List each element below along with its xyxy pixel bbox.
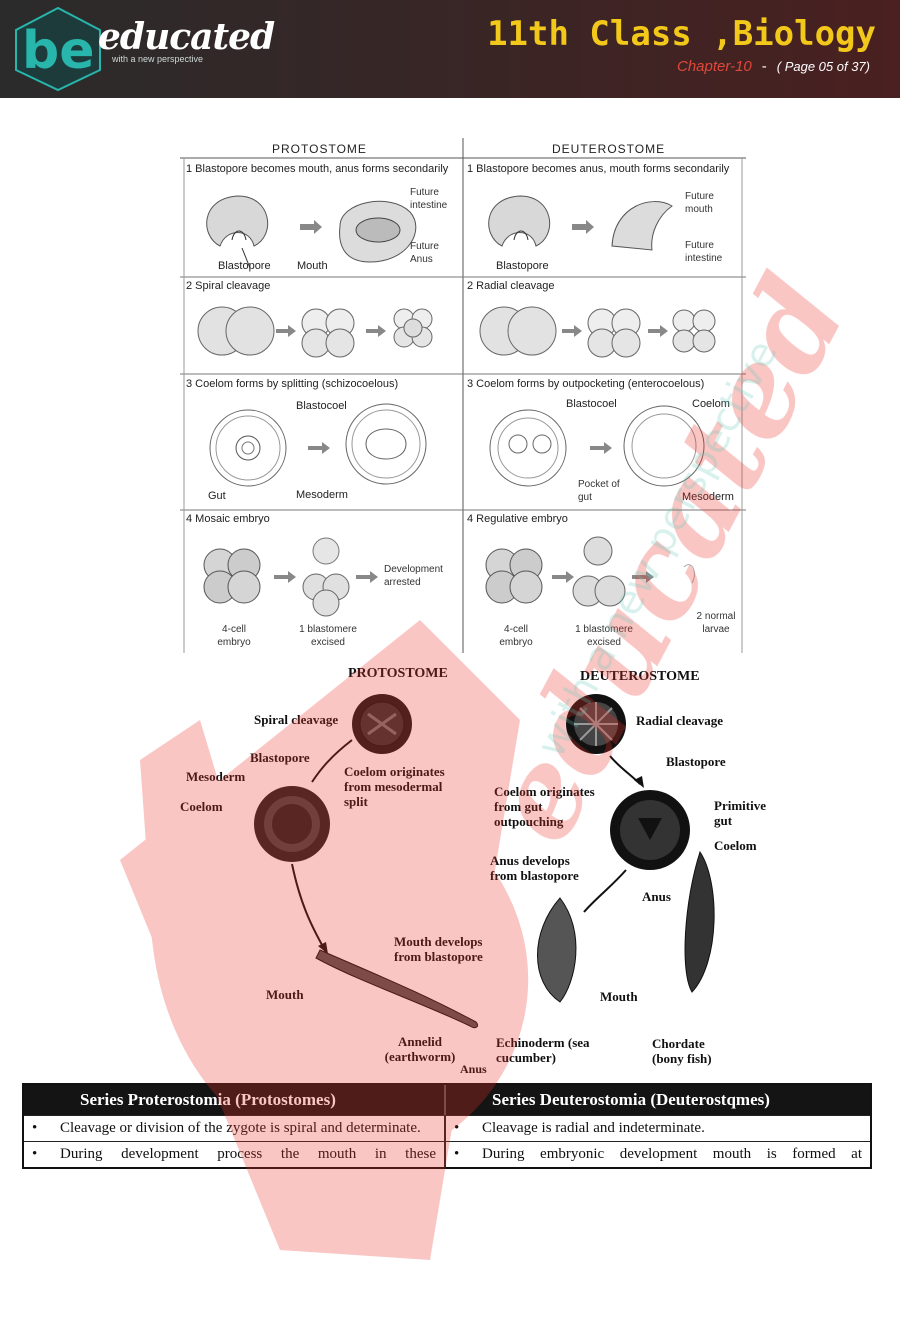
label-4cell-embryo-p4: 4-cell embryo [217, 624, 251, 648]
comparison-figure: PROTOSTOME DEUTEROSTOME 1 Blastopore bec… [180, 138, 746, 660]
label-future-intestine-p1: Future intestine [410, 187, 448, 211]
radial-cleavage-icon [479, 306, 716, 358]
bullet-icon: • [454, 1120, 460, 1136]
label-coelom-origin-p: Coelom originates from mesodermal split [344, 764, 445, 809]
label-future-anus-p1: Future Anus [410, 241, 439, 265]
table-header-protostomes: Series Proterostomia (Protostomes) [24, 1085, 446, 1115]
logo-wordmark: educated [98, 16, 275, 58]
page-indicator: ( Page 05 of 37) [776, 59, 870, 74]
label-blastopore-p: Blastopore [250, 750, 310, 765]
label-future-mouth-d1: Future mouth [685, 191, 714, 215]
label-anus-develops: Anus develops from blastopore [490, 853, 579, 883]
bullet-icon: • [454, 1146, 460, 1162]
label-blastocoel-p3: Blastocoel [296, 400, 347, 412]
be-logo-icon: be [15, 6, 101, 92]
page-subtitle: Chapter-10-( Page 05 of 37) [677, 58, 870, 75]
row1-deuterostome-title: 1 Blastopore becomes anus, mouth forms s… [467, 163, 730, 175]
table-row: • During development process the mouth in… [24, 1141, 870, 1167]
label-mouth-p: Mouth [266, 987, 304, 1002]
mosaic-embryo-icon [203, 537, 378, 617]
table-cell-deuterostome-1: • Cleavage is radial and indeterminate. [446, 1116, 870, 1141]
bottom-title-deuterostome: DEUTEROSTOME [580, 669, 700, 684]
schizocoelous-icon [209, 403, 427, 487]
label-mesoderm-d3: Mesoderm [682, 491, 734, 503]
logo-tagline: with a new perspective [112, 54, 204, 64]
row4-deuterostome-title: 4 Regulative embryo [467, 513, 568, 525]
bottom-title-protostome: PROTOSTOME [348, 666, 448, 681]
cell-text: Cleavage or division of the zygote is sp… [60, 1120, 421, 1136]
label-pocket-of-gut-d3: Pocket of gut [578, 479, 620, 503]
table-header-row: Series Proterostomia (Protostomes) Serie… [24, 1085, 870, 1115]
page-title: 11th Class ,Biology [487, 14, 876, 54]
label-blastopore-d1: Blastopore [496, 260, 549, 272]
row4-protostome-title: 4 Mosaic embryo [186, 513, 270, 525]
table-cell-protostome-1: • Cleavage or division of the zygote is s… [24, 1116, 446, 1141]
bullet-icon: • [32, 1146, 38, 1162]
label-blastomere-excised-d4: 1 blastomere excised [575, 624, 633, 648]
label-blastomere-excised-p4: 1 blastomere excised [299, 624, 357, 648]
label-spiral-cleavage: Spiral cleavage [254, 712, 339, 727]
cell-text: During development process the mouth in … [60, 1146, 436, 1162]
label-echinoderm: Echinoderm (sea cucumber) [496, 1035, 590, 1065]
table-row: • Cleavage or division of the zygote is s… [24, 1115, 870, 1141]
comparison-table: Series Proterostomia (Protostomes) Serie… [22, 1083, 872, 1169]
label-4cell-embryo-d4: 4-cell embryo [499, 624, 533, 648]
label-blastopore-p1: Blastopore [218, 260, 271, 272]
label-coelom-p: Coelom [180, 799, 223, 814]
row2-protostome-title: 2 Spiral cleavage [186, 280, 271, 292]
enterocoelous-icon [489, 405, 705, 487]
col-head-deuterostome: DEUTEROSTOME [552, 142, 666, 156]
label-blastocoel-d3: Blastocoel [566, 398, 617, 410]
label-coelom-origin-d: Coelom originates from gut outpouching [494, 784, 595, 829]
label-blastopore-d: Blastopore [666, 754, 726, 769]
development-pathways-icon [254, 694, 715, 1029]
cell-text: During embryonic development mouth is fo… [482, 1146, 862, 1162]
label-coelom-d: Coelom [714, 838, 757, 853]
table-header-deuterostomes: Series Deuterostomia (Deuterostqmes) [492, 1090, 770, 1109]
label-mesoderm-p3: Mesoderm [296, 489, 348, 501]
label-annelid: Annelid (earthworm) [384, 1034, 456, 1064]
col-head-protostome: PROTOSTOME [272, 142, 367, 156]
label-mouth-d: Mouth [600, 989, 638, 1004]
label-primitive-gut: Primitive gut [714, 798, 766, 828]
label-gut-p3: Gut [208, 490, 226, 502]
row3-deuterostome-title: 3 Coelom forms by outpocketing (enteroco… [467, 378, 705, 390]
label-development-arrested: Development arrested [384, 564, 443, 588]
chapter-label: Chapter-10 [676, 58, 752, 75]
page-header: be educated with a new perspective 11th … [0, 0, 900, 98]
gastrula-deuterostome-icon [488, 195, 673, 251]
development-diagram: PROTOSTOME DEUTEROSTOME Spiral cleavage … [180, 662, 780, 1082]
label-mouth-p1: Mouth [297, 260, 328, 272]
table-cell-protostome-2: • During development process the mouth in… [24, 1142, 446, 1167]
label-future-intestine-d1: Future intestine [685, 240, 723, 264]
cell-text: Cleavage is radial and indeterminate. [482, 1120, 705, 1136]
bullet-icon: • [32, 1120, 38, 1136]
label-coelom-d3: Coelom [692, 398, 730, 410]
row3-protostome-title: 3 Coelom forms by splitting (schizocoelo… [186, 378, 399, 390]
figure-grid-lines [180, 138, 746, 653]
gastrula-protostome-icon [206, 195, 417, 269]
row1-protostome-title: 1 Blastopore becomes mouth, anus forms s… [186, 163, 449, 175]
label-anus-p: Anus [460, 1062, 487, 1076]
label-radial-cleavage: Radial cleavage [636, 713, 724, 728]
separator-dash: - [761, 58, 767, 75]
row2-deuterostome-title: 2 Radial cleavage [467, 280, 555, 292]
label-mesoderm-p: Mesoderm [186, 769, 246, 784]
label-normal-larvae-d4: 2 normal larvae [696, 611, 736, 635]
spiral-cleavage-icon [197, 306, 433, 358]
table-cell-deuterostome-2: • During embryonic development mouth is f… [446, 1142, 870, 1167]
regulative-embryo-icon [485, 536, 695, 607]
label-anus-d: Anus [642, 889, 671, 904]
label-chordate: Chordate (bony fish) [652, 1036, 712, 1066]
logo-letters: be [22, 21, 95, 81]
label-mouth-develops: Mouth develops from blastopore [394, 934, 483, 964]
